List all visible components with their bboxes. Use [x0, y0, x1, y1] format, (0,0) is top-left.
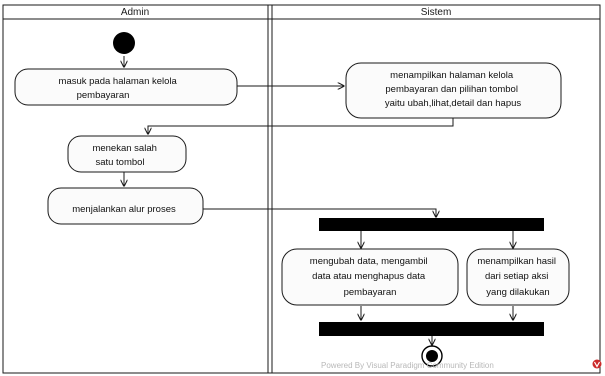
activity-box	[14, 68, 238, 106]
activity-menampilkan-hasil: menampilkan hasil dari setiap aksi yang …	[466, 248, 570, 306]
lane-title-sistem: Sistem	[421, 7, 452, 18]
activity-label: menampilkan halaman kelola pembayaran da…	[385, 70, 522, 109]
join-bar	[319, 322, 544, 336]
final-node	[421, 345, 443, 367]
visual-paradigm-logo-icon	[592, 359, 602, 369]
activity-box	[466, 248, 570, 306]
final-node-core	[426, 350, 438, 362]
flow-edges	[124, 56, 513, 345]
initial-node	[113, 32, 135, 54]
activity-label: menjalankan alur proses	[72, 204, 176, 215]
lane-sistem: Sistem	[421, 7, 452, 18]
watermark: Powered By Visual Paradigm Community Edi…	[321, 359, 602, 370]
activity-mengubah-data: mengubah data, mengambil data atau mengh…	[281, 248, 459, 306]
watermark-text: Powered By Visual Paradigm Community Edi…	[321, 361, 494, 370]
activity-box	[67, 135, 187, 173]
activity-menekan-tombol: menekan salah satu tombol	[67, 135, 187, 173]
activity-label: masuk pada halaman kelola pembayaran	[59, 76, 180, 101]
activity-masuk-halaman: masuk pada halaman kelola pembayaran	[14, 68, 238, 106]
edge-menampilkan-to-menekan	[148, 118, 454, 134]
activity-box	[47, 187, 204, 225]
activity-label: menampilkan hasil dari setiap aksi yang …	[477, 256, 558, 298]
activity-box	[345, 62, 562, 119]
activity-label: menekan salah satu tombol	[92, 143, 159, 168]
fork-bar	[319, 218, 544, 231]
edge-menjalankan-to-fork	[203, 208, 436, 217]
activity-menampilkan-halaman: menampilkan halaman kelola pembayaran da…	[345, 62, 562, 119]
lane-admin: Admin	[121, 7, 149, 18]
activity-menjalankan-proses: menjalankan alur proses	[47, 187, 204, 225]
activity-label: mengubah data, mengambil data atau mengh…	[310, 256, 430, 298]
lane-title-admin: Admin	[121, 7, 149, 18]
activity-box	[281, 248, 459, 306]
